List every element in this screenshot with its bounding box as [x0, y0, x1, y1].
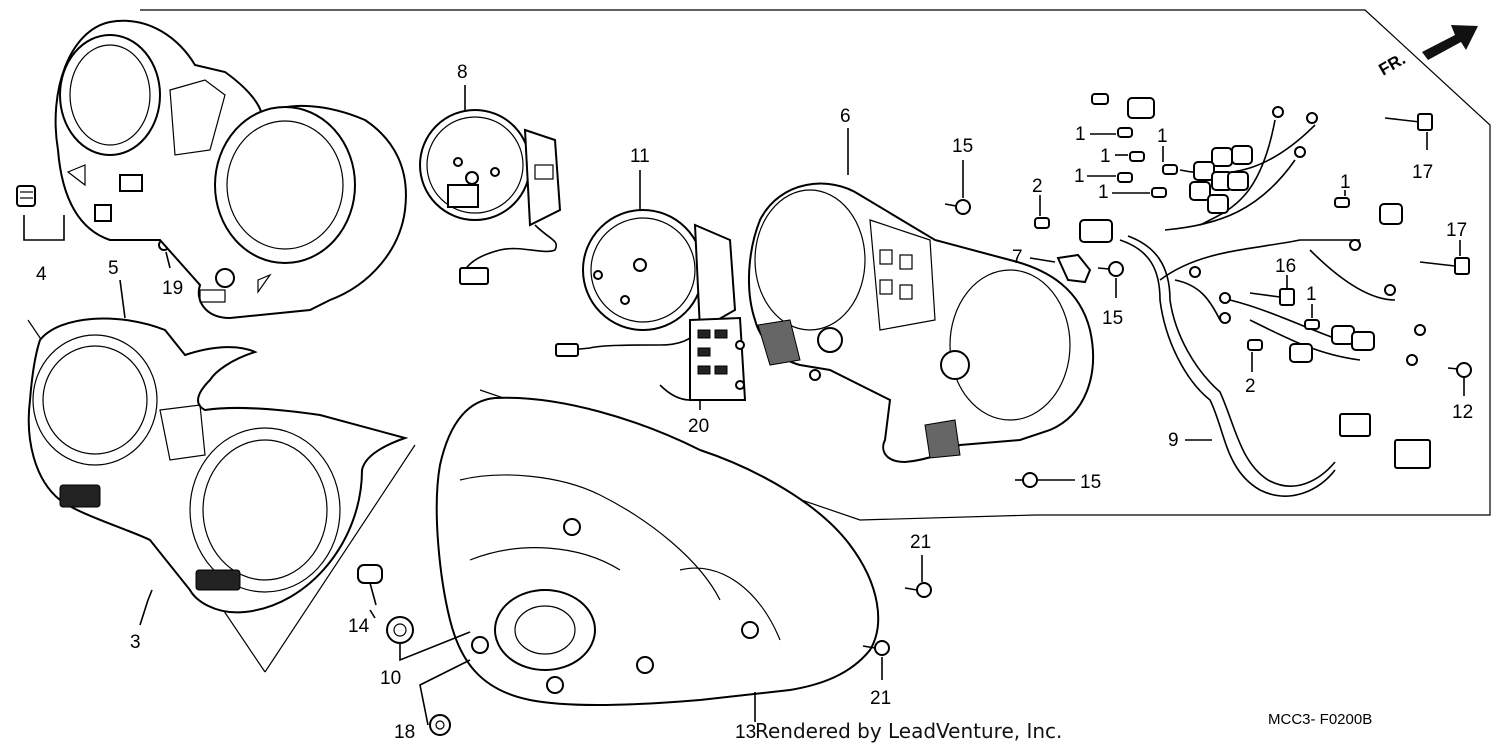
front-direction-arrow [1422, 25, 1478, 60]
part-15-bolt-mid [1097, 261, 1124, 277]
callout-1-g: 1 [1306, 284, 1317, 305]
render-credit: Rendered by LeadVenture, Inc. [755, 719, 1062, 743]
callout-17-top: 17 [1412, 162, 1433, 183]
screw-12 [1447, 362, 1472, 378]
leader-3b [147, 589, 153, 601]
leader-10 [399, 631, 471, 662]
bulb-group [1034, 93, 1350, 351]
part-7-clip [1056, 253, 1092, 284]
callout-21-top: 21 [910, 532, 931, 553]
leader-4 [23, 215, 65, 241]
callout-1-c: 1 [1100, 146, 1111, 167]
leader-18 [419, 659, 471, 726]
callout-13: 13 [735, 722, 756, 743]
callout-1-d: 1 [1074, 166, 1085, 187]
part-4-socket [16, 185, 36, 207]
callout-2-top: 2 [1032, 176, 1043, 197]
callout-1-f: 1 [1340, 172, 1351, 193]
leader-3 [139, 599, 149, 626]
callout-4: 4 [36, 264, 47, 285]
circuit-board-20 [659, 316, 747, 401]
callout-14: 14 [348, 616, 370, 637]
callout-6: 6 [840, 106, 851, 127]
callout-1-e: 1 [1098, 182, 1109, 203]
callout-21-bottom: 21 [870, 688, 891, 709]
callout-5: 5 [108, 258, 119, 279]
part-18-grommet [429, 714, 451, 736]
part-21-screw-top [904, 582, 932, 598]
callout-19: 19 [162, 278, 183, 299]
meter-case-upper [54, 19, 407, 320]
callout-3: 3 [130, 632, 141, 653]
part-10-grommet [386, 616, 414, 644]
callout-1-b: 1 [1157, 126, 1168, 147]
tachometer-8 [419, 109, 562, 285]
callout-1-a: 1 [1075, 124, 1086, 145]
leader-14 [369, 609, 376, 619]
meter-cover-13 [435, 396, 880, 706]
callout-2-bottom: 2 [1245, 376, 1256, 397]
callout-8: 8 [457, 62, 468, 83]
part-15-bolt-top [944, 199, 971, 215]
diagram-code: MCC3- F0200B [1268, 711, 1372, 728]
leader-5 [119, 279, 126, 319]
callout-20: 20 [688, 416, 709, 437]
callout-11: 11 [630, 146, 650, 167]
frame-edge-right [264, 444, 416, 673]
callout-12: 12 [1452, 402, 1473, 423]
callout-15-mid: 15 [1102, 308, 1123, 329]
callout-10: 10 [380, 668, 401, 689]
wire-harness-9 [1079, 97, 1431, 497]
part-14-pin [357, 564, 383, 606]
callout-18: 18 [394, 722, 415, 743]
callout-17-bottom: 17 [1446, 220, 1467, 241]
screw-16 [1249, 288, 1295, 306]
callout-7: 7 [1012, 247, 1023, 268]
callout-9: 9 [1168, 430, 1179, 451]
leader-7 [1029, 257, 1056, 263]
callout-15-top: 15 [952, 136, 973, 157]
screw-17-top [1384, 113, 1433, 131]
group-frame [140, 9, 1491, 521]
meter-panel-5 [27, 317, 409, 614]
front-direction-label: FR. [1376, 49, 1409, 79]
callout-16: 16 [1275, 256, 1296, 277]
part-15-bolt-low [1015, 472, 1038, 488]
meter-case-6 [748, 182, 1094, 464]
screw-17-bottom [1419, 257, 1470, 275]
callout-15-low: 15 [1080, 472, 1101, 493]
leader-19 [165, 251, 171, 269]
part-21-screw-bottom [862, 640, 890, 656]
